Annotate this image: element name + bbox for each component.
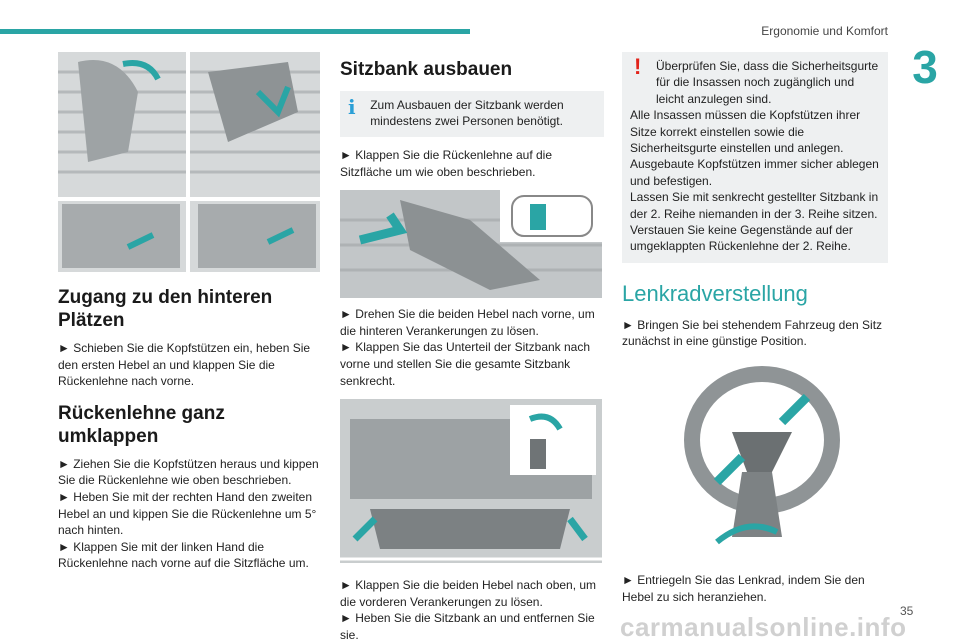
steering-step-2: ► Entriegeln Sie das Lenkrad, indem Sie … (622, 573, 865, 604)
header-accent-bar (0, 29, 470, 34)
fold-step-1: ► Ziehen Sie die Kopfstützen heraus und … (58, 456, 319, 488)
heading-steering-adjust: Lenkradverstellung (622, 280, 808, 306)
remove-step-5: ► Heben Sie die Sitzbank an und entferne… (340, 611, 595, 640)
warning-text-1: Überprüfen Sie, dass die Sicherheitsgurt… (656, 59, 879, 106)
figure-rear-access (58, 52, 320, 272)
remove-step-1: ► Klappen Sie die Rückenlehne auf die Si… (340, 148, 553, 179)
heading-remove-bench: Sitzbank ausbauen (340, 59, 513, 80)
section-title: Ergonomie und Komfort (761, 24, 888, 38)
page-number: 35 (900, 604, 914, 618)
figure-front-anchors (340, 399, 602, 564)
warning-text-5: Verstauen Sie keine Gegenstände auf der … (630, 223, 853, 254)
warning-icon: ! (634, 54, 642, 79)
figure-steering-wheel (622, 362, 888, 562)
rear-anchor-illustration (340, 190, 602, 299)
front-anchor-illustration (340, 399, 602, 564)
column-left: Zugang zu den hinteren Plätzen ► Schiebe… (58, 52, 320, 572)
warning-text-2: Alle Insassen müssen die Kopfstützen ihr… (630, 108, 861, 156)
info-box: i Zum Ausbauen der Sitzbank werden minde… (340, 91, 604, 137)
steering-step-1: ► Bringen Sie bei stehendem Fahrzeug den… (622, 317, 883, 349)
chapter-number: 3 (912, 41, 938, 93)
figure-rear-anchors (340, 190, 602, 299)
warning-text-3: Ausgebaute Kopfstützen immer sicher able… (630, 157, 879, 188)
remove-step-3: ► Klappen Sie das Unterteil der Sitzbank… (340, 340, 591, 388)
seat-fold-illustration (58, 52, 320, 272)
column-middle: Sitzbank ausbauen i Zum Ausbauen der Sit… (340, 52, 604, 640)
fold-step-2: ► Heben Sie mit der rechten Hand den zwe… (58, 489, 317, 538)
heading-rear-access: Zugang zu den hinteren Plätzen (58, 287, 273, 331)
column-right: ! Überprüfen Sie, dass die Sicherheitsgu… (622, 52, 888, 605)
steering-wheel-illustration (684, 366, 840, 545)
warning-text-4: Lassen Sie mit senkrecht gestellter Sitz… (630, 190, 879, 221)
warning-box: ! Überprüfen Sie, dass die Sicherheitsgu… (622, 52, 888, 263)
info-text: Zum Ausbauen der Sitzbank werden mindest… (370, 98, 564, 128)
fold-step-3: ► Klappen Sie mit der linken Hand die Rü… (58, 539, 309, 571)
heading-fold-backrest: Rückenlehne ganz umklappen (58, 402, 225, 447)
remove-step-2: ► Drehen Sie die beiden Hebel nach vorne… (340, 307, 595, 338)
access-step-1: ► Schieben Sie die Kopfstützen ein, hebe… (58, 341, 311, 389)
info-icon: i (348, 95, 356, 119)
remove-step-4: ► Klappen Sie die beiden Hebel nach oben… (340, 578, 597, 609)
watermark: carmanualsonline.info (620, 612, 907, 640)
